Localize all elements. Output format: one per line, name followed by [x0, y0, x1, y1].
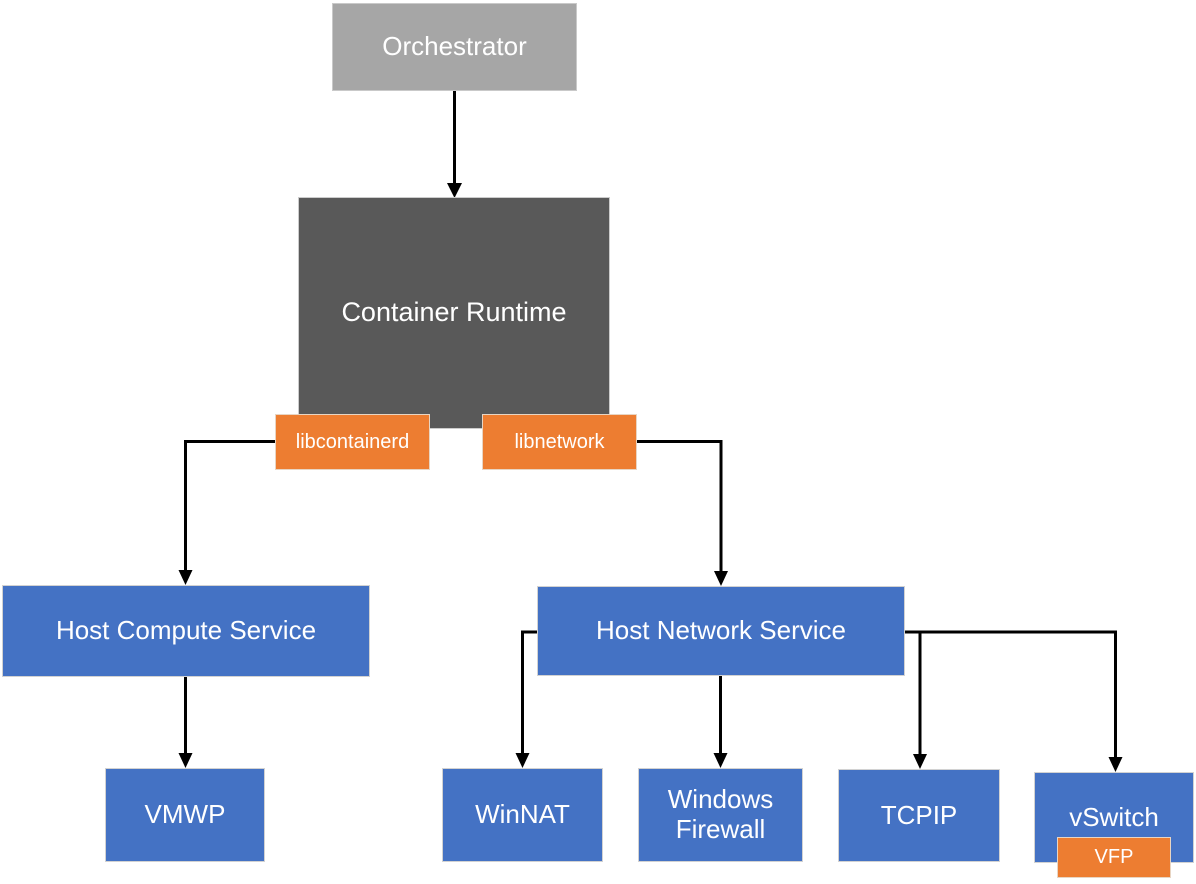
arrowhead-vmwp [178, 753, 193, 768]
arrowhead-container-runtime [447, 183, 462, 198]
arrowhead-vswitch [1108, 757, 1123, 772]
connector-libnetwork-to-host-network-service [637, 440, 728, 586]
node-vmwp: VMWP [105, 768, 265, 862]
node-libnetwork-label: libnetwork [514, 430, 605, 453]
node-windows-firewall-label: Windows Firewall [667, 784, 774, 844]
connector-host-compute-service-to-vmwp [178, 677, 193, 768]
node-host-network-service: Host Network Service [537, 586, 905, 676]
node-winnat: WinNAT [442, 768, 603, 862]
node-vmwp-label: VMWP [144, 799, 226, 830]
node-libcontainerd: libcontainerd [275, 414, 430, 470]
node-orchestrator-label: Orchestrator [382, 31, 527, 62]
node-vfp: VFP [1057, 837, 1171, 878]
node-winnat-label: WinNAT [475, 799, 570, 830]
node-host-compute-service-label: Host Compute Service [55, 615, 317, 646]
node-vfp-label: VFP [1094, 846, 1134, 868]
connector-orchestrator-to-container-runtime [447, 91, 462, 198]
connector-libcontainerd-to-host-compute-service [178, 440, 275, 585]
connector-host-network-service-to-tcpip [905, 630, 927, 769]
node-container-runtime-label: Container Runtime [341, 297, 567, 328]
arrowhead-host-compute-service [178, 570, 193, 585]
arrowhead-tcpip [913, 754, 927, 769]
node-container-runtime: Container Runtime [298, 197, 610, 429]
arrowhead-winnat [515, 753, 530, 768]
connector-host-network-service-to-winnat [515, 630, 537, 768]
node-tcpip: TCPIP [838, 769, 1000, 862]
node-vswitch-label: vSwitch [1069, 801, 1159, 832]
node-tcpip-label: TCPIP [880, 799, 958, 830]
node-host-network-service-label: Host Network Service [596, 615, 846, 646]
arrowhead-windows-firewall [713, 753, 728, 768]
connector-host-network-service-to-vswitch [905, 630, 1123, 772]
connector-host-network-service-to-windows-firewall [713, 676, 728, 768]
node-libnetwork: libnetwork [482, 414, 637, 470]
node-windows-firewall: Windows Firewall [638, 768, 803, 862]
node-host-compute-service: Host Compute Service [2, 585, 370, 677]
node-orchestrator: Orchestrator [332, 3, 577, 91]
arrowhead-host-network-service [714, 571, 728, 586]
node-libcontainerd-label: libcontainerd [295, 430, 410, 453]
